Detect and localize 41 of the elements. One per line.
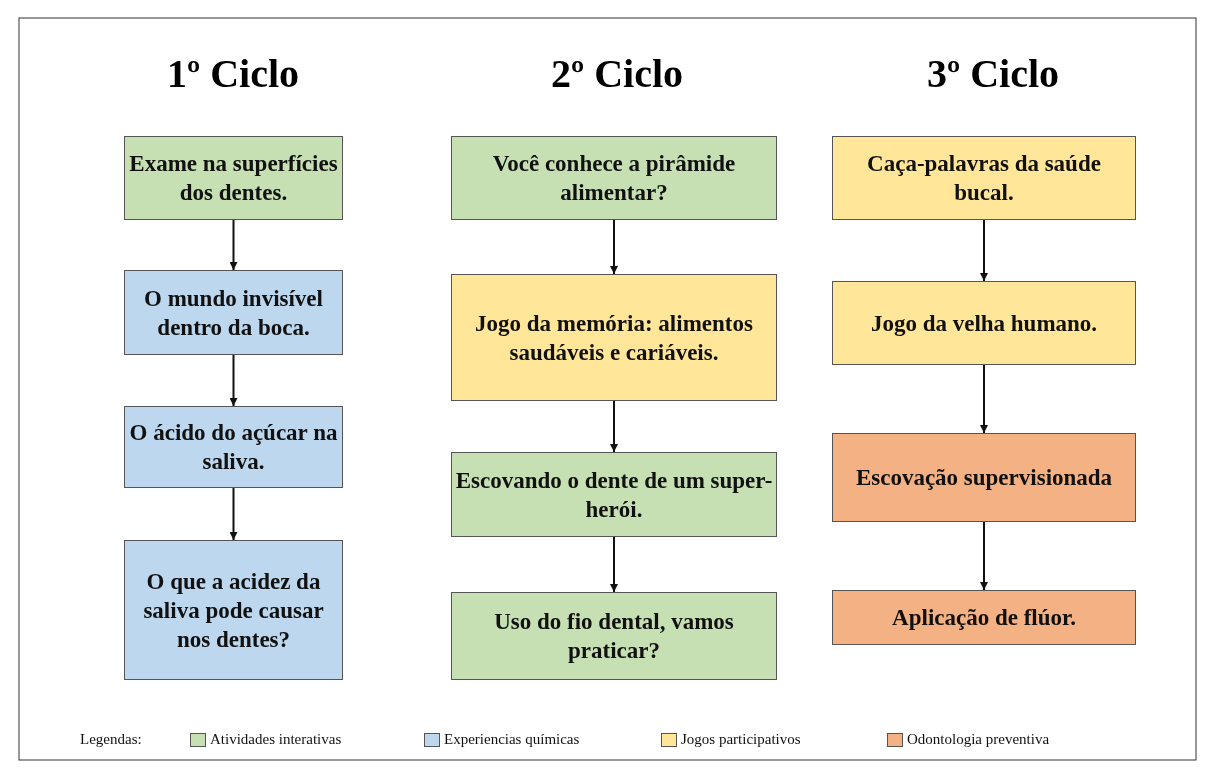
activity-text: Aplicação de flúor. [891, 604, 1077, 632]
activity-text: Você conhece a pirâmide alimentar? [491, 150, 737, 207]
arrow [610, 219, 618, 275]
arrow [610, 400, 618, 453]
activity-box [832, 590, 1136, 645]
column-heading: 2º Ciclo [549, 50, 685, 97]
legend-label: Jogos participativos [681, 731, 801, 748]
arrow [980, 521, 988, 591]
arrow [229, 487, 238, 541]
activity-box [451, 136, 777, 220]
activity-text: O que a acidez da saliva pode causar nos dentes? [142, 567, 325, 654]
arrow [980, 219, 988, 282]
legend-label: Odontologia preventiva [907, 731, 1050, 748]
activity-box [451, 452, 777, 537]
activity-text: Jogo da memória: alimentos saudáveis e cariáveis. [474, 309, 754, 367]
activity-box [832, 281, 1136, 365]
activity-box [832, 433, 1136, 522]
activity-box [451, 592, 777, 680]
activity-text: O mundo invisível dentro da boca. [143, 284, 324, 342]
arrow [610, 536, 618, 593]
activity-box [124, 270, 343, 355]
column-heading: 3º Ciclo [925, 50, 1061, 97]
activity-box [451, 274, 777, 401]
activity-box [124, 540, 343, 680]
activity-text: Jogo da velha humano. [869, 309, 1099, 338]
activity-box [832, 136, 1136, 220]
activity-text: Uso do fio dental, vamos praticar? [493, 608, 735, 665]
arrow [229, 354, 238, 407]
activity-text: Exame na superfícies dos dentes. [128, 150, 339, 207]
legend-label: Atividades interativas [210, 731, 342, 748]
activity-text: Escovação supervisionada [854, 464, 1114, 492]
activity-text: O ácido do açúcar na saliva. [128, 419, 339, 476]
activity-text: Caça-palavras da saúde bucal. [866, 150, 1102, 207]
column-heading: 1º Ciclo [165, 50, 301, 97]
activity-box [124, 406, 343, 488]
activity-box [124, 136, 343, 220]
activity-text: Escovando o dente de um super-herói. [454, 466, 774, 524]
legend-label: Experiencias químicas [444, 731, 580, 748]
arrow [229, 219, 238, 271]
arrow [980, 364, 988, 434]
legend-title: Legendas: [80, 731, 142, 748]
